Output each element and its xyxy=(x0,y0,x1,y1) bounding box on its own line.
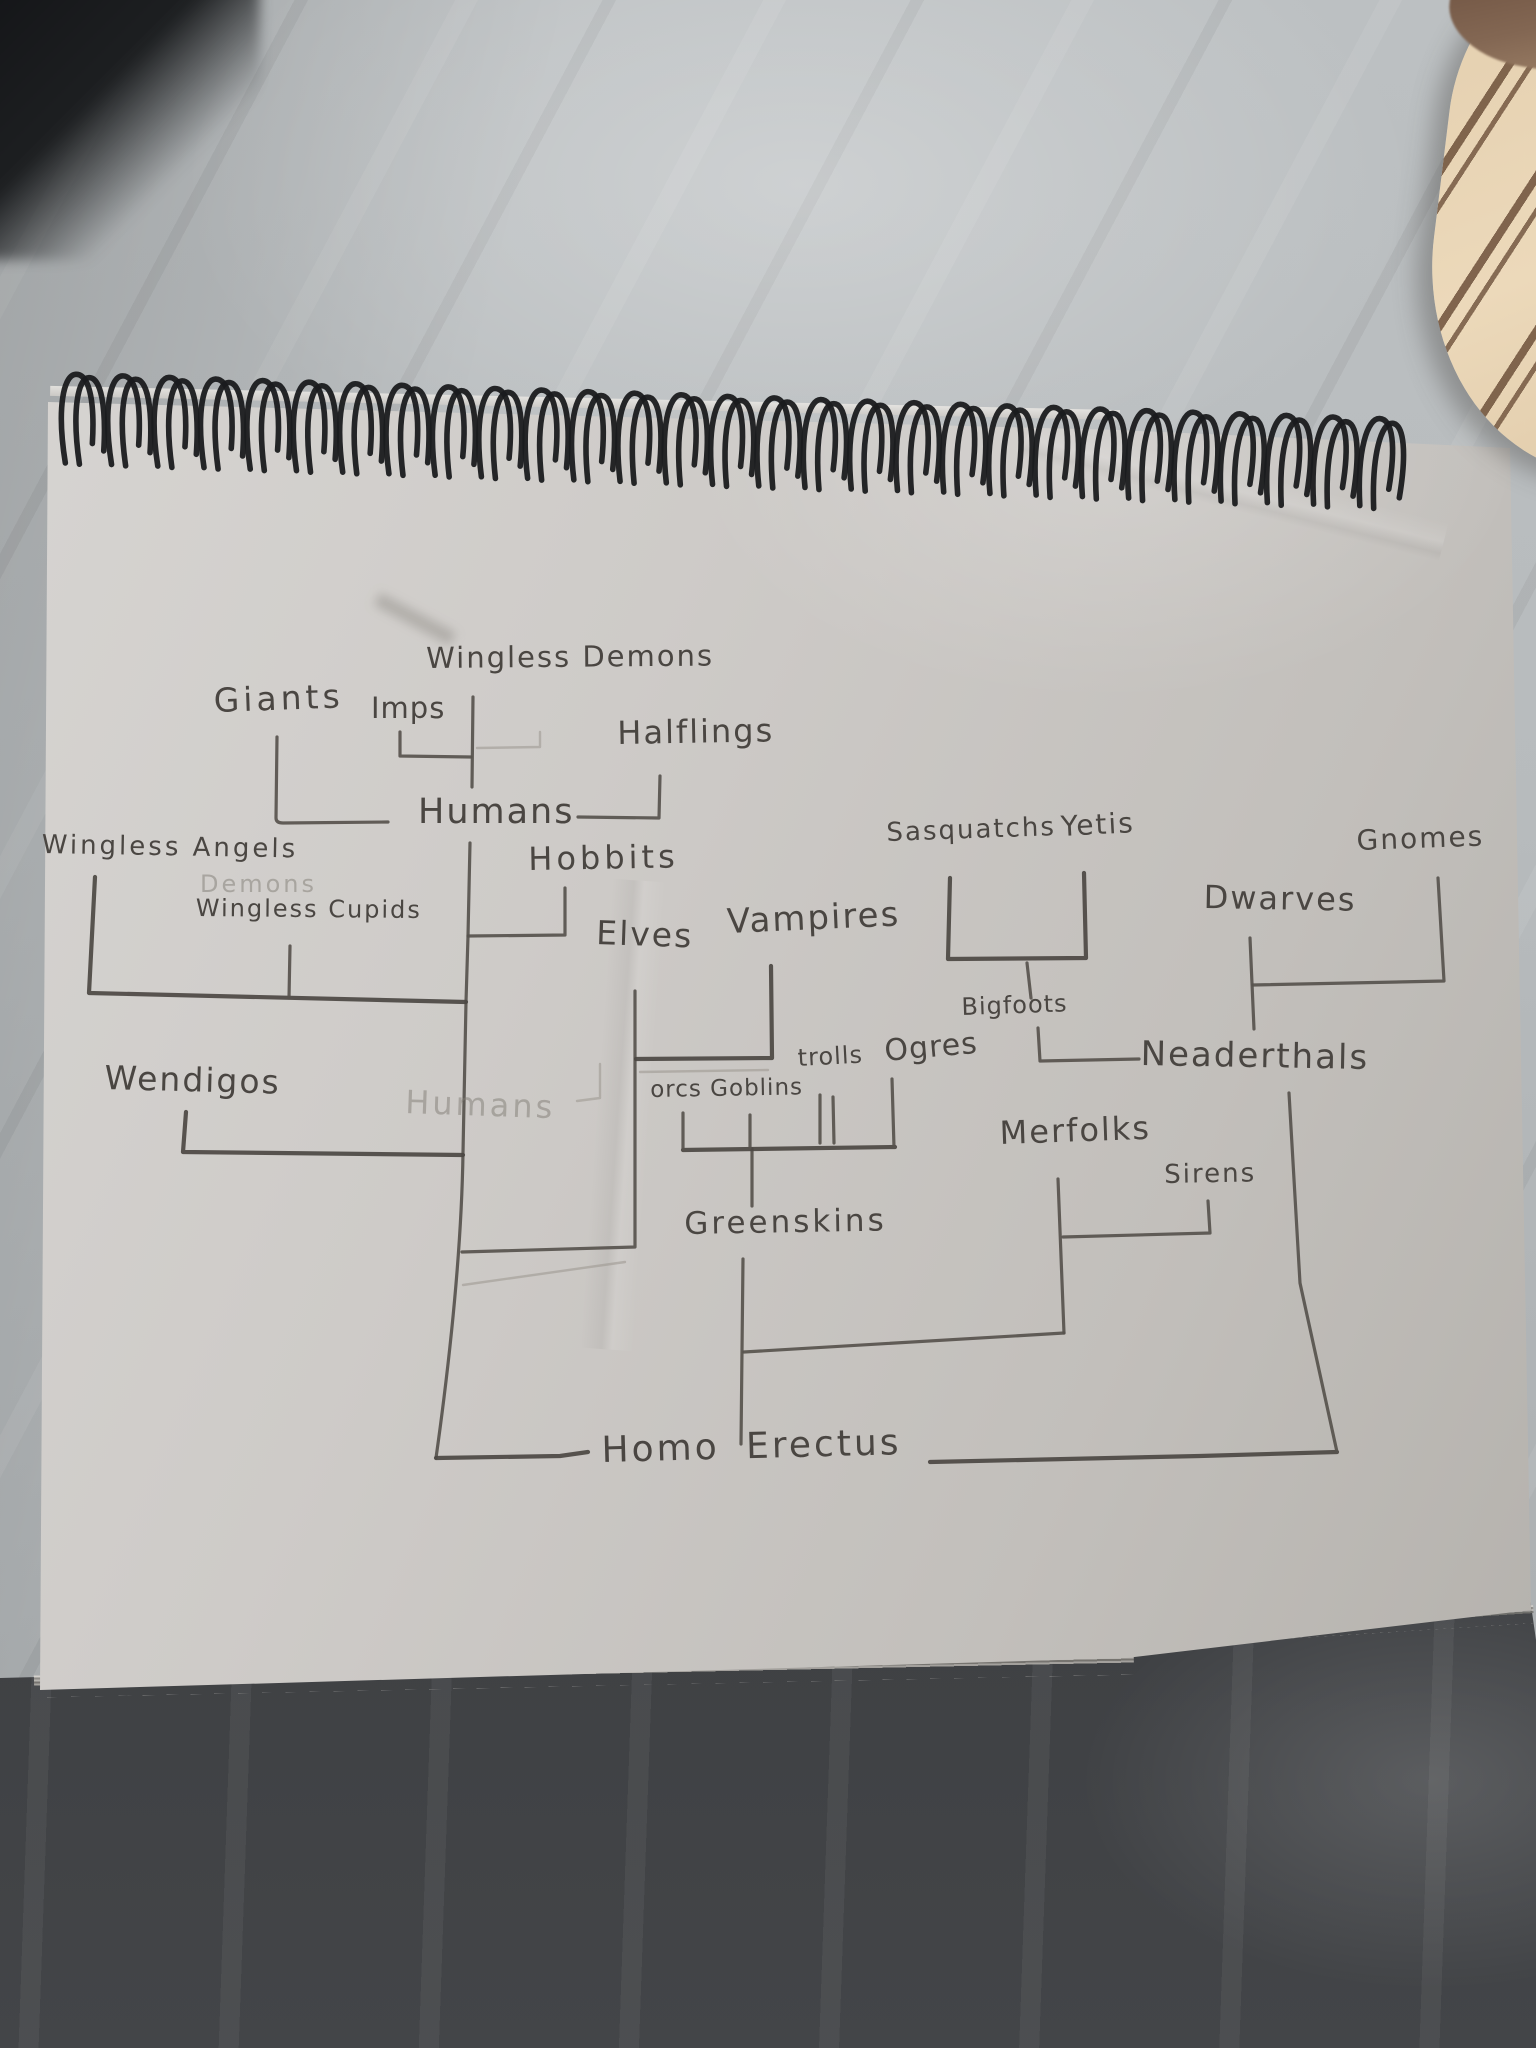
spiral-binding xyxy=(0,0,1536,560)
node-label-yetis: Yetis xyxy=(1060,806,1136,843)
node-label-vampires: Vampires xyxy=(726,894,902,942)
node-label-wingless-cupids: Wingless Cupids xyxy=(195,894,422,924)
node-label-elves: Elves xyxy=(595,913,694,956)
node-label-halflings: Halflings xyxy=(617,711,775,752)
node-label-merfolks: Merfolks xyxy=(999,1108,1152,1152)
node-label-orcs-goblins: orcs Goblins xyxy=(650,1074,804,1103)
node-label-trolls: trolls xyxy=(797,1040,864,1072)
node-label-hobbits: Hobbits xyxy=(528,837,680,878)
node-label-sasquatchs: Sasquatchs xyxy=(886,812,1057,848)
node-label-sirens: Sirens xyxy=(1164,1158,1257,1190)
node-label-giants: Giants xyxy=(213,676,345,720)
node-label-wingless-demons: Wingless Demons xyxy=(426,638,715,675)
node-label-demons-erased: Demons xyxy=(200,870,318,898)
node-label-humans: Humans xyxy=(418,792,575,832)
node-label-homo-erectus: Homo Erectus xyxy=(601,1422,903,1471)
dark-corner-shadow xyxy=(0,0,260,260)
node-label-humans-erased: Humans xyxy=(404,1083,556,1127)
node-label-wendigos: Wendigos xyxy=(103,1058,282,1102)
node-label-gnomes: Gnomes xyxy=(1356,819,1485,857)
node-label-greenskins: Greenskins xyxy=(684,1202,888,1242)
node-label-neaderthals: Neaderthals xyxy=(1140,1034,1370,1078)
node-label-bigfoots: Bigfoots xyxy=(961,989,1069,1021)
node-label-dwarves: Dwarves xyxy=(1203,878,1357,919)
node-label-wingless-angels: Wingless Angels xyxy=(41,830,299,865)
node-label-imps: Imps xyxy=(371,691,446,725)
